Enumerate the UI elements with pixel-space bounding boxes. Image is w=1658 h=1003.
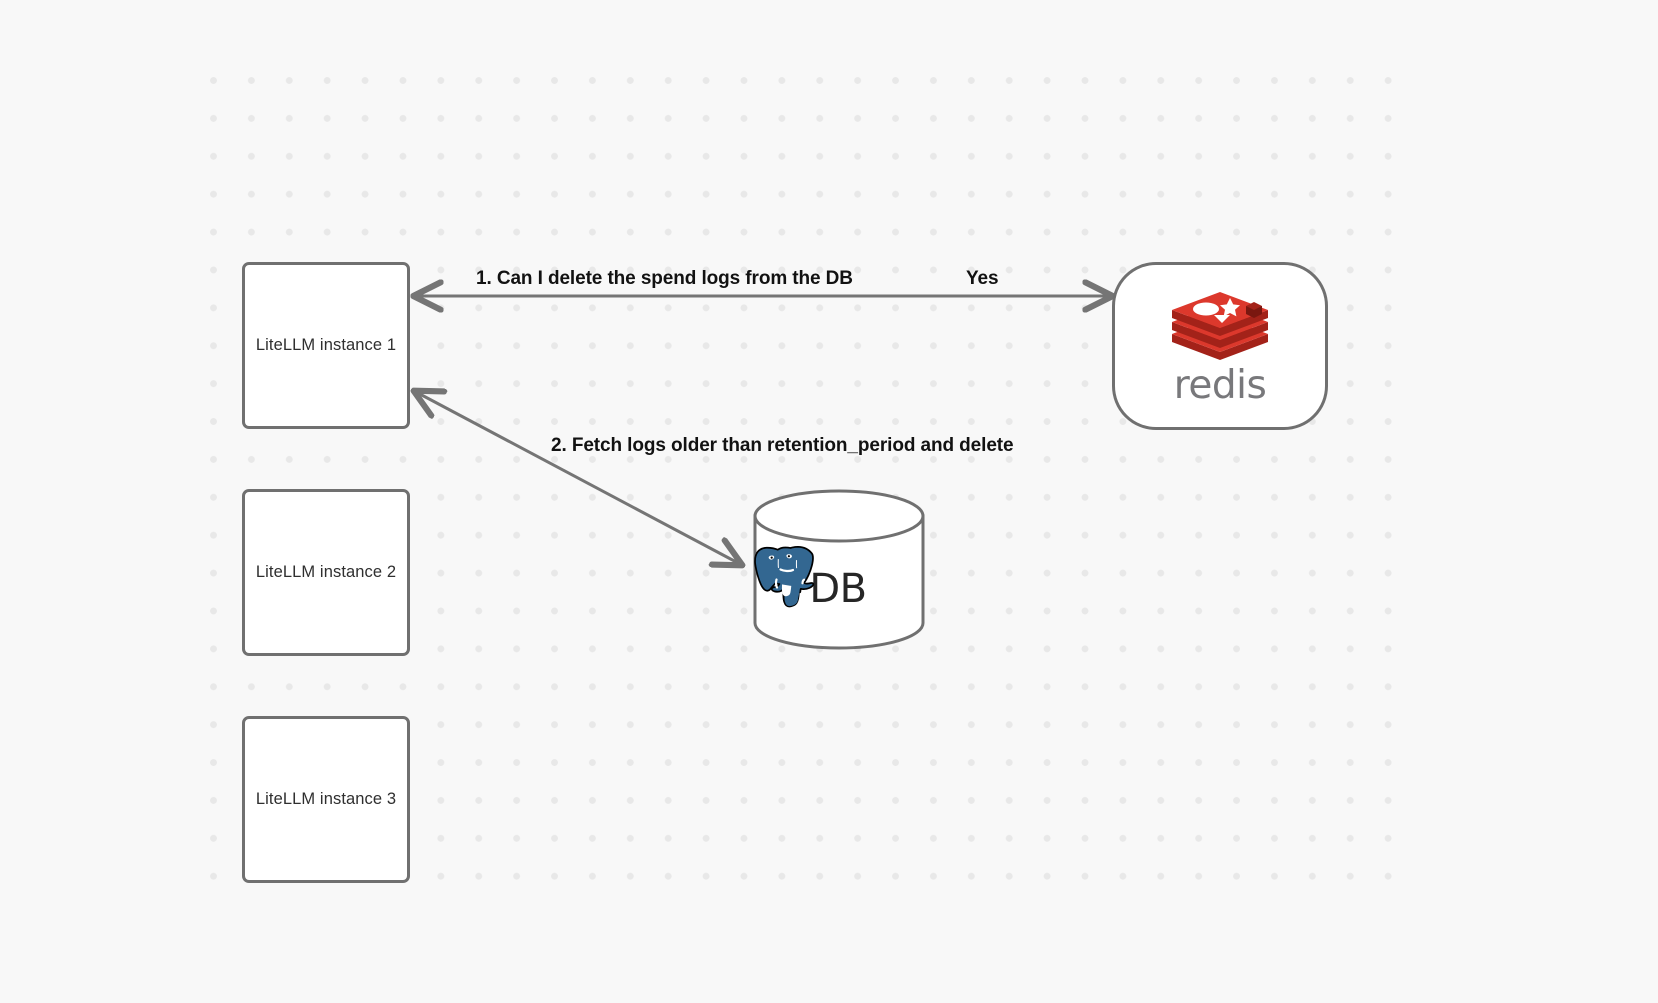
node-litellm-instance-1[interactable]: LiteLLM instance 1 [242,262,410,429]
edge-label-step-1-answer: Yes [966,268,999,289]
node-litellm-instance-3[interactable]: LiteLLM instance 3 [242,716,410,883]
edge-label-step-1: 1. Can I delete the spend logs from the … [476,268,853,289]
node-litellm-instance-3-label: LiteLLM instance 3 [255,790,397,808]
database-content: DB [752,546,926,632]
redis-logo [1168,290,1272,364]
node-litellm-instance-1-label: LiteLLM instance 1 [255,336,397,354]
edge-step-2-line [416,392,740,564]
node-redis[interactable]: redis [1112,262,1328,430]
redis-wordmark: redis [1173,362,1267,408]
edge-label-step-2: 2. Fetch logs older than retention_perio… [551,435,1014,456]
node-litellm-instance-2[interactable]: LiteLLM instance 2 [242,489,410,656]
database-label: DB [809,566,867,612]
node-postgres-db[interactable]: DB [752,488,926,651]
postgresql-elephant-icon [754,546,815,608]
node-litellm-instance-2-label: LiteLLM instance 2 [255,563,397,581]
